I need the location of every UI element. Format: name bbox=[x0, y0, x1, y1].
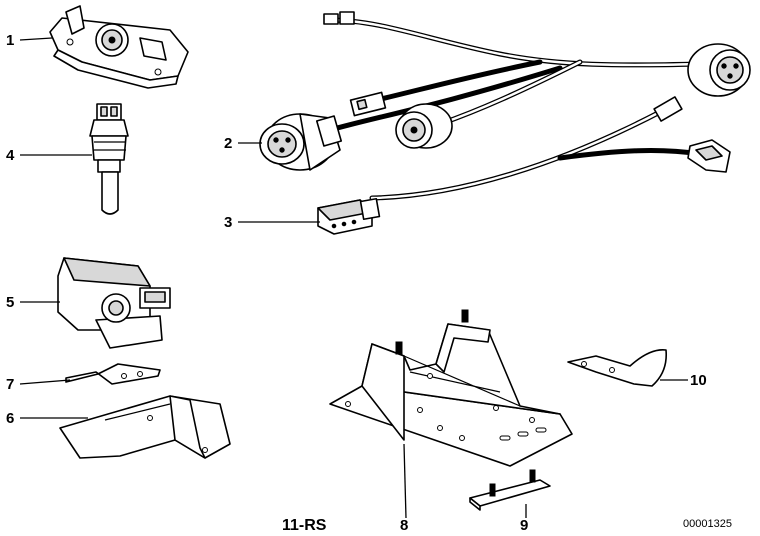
callout-10: 10 bbox=[690, 372, 707, 389]
callout-7: 7 bbox=[6, 376, 14, 393]
callout-2: 2 bbox=[224, 135, 232, 152]
part-2-wiring-harness bbox=[259, 11, 751, 201]
catalog-number: 00001325 bbox=[683, 518, 732, 530]
callout-labels: 1 4 2 3 5 7 6 8 9 10 bbox=[6, 32, 707, 534]
callout-1: 1 bbox=[6, 32, 14, 49]
part-1-control-unit bbox=[49, 5, 189, 89]
part-7-bracket bbox=[65, 363, 161, 385]
callout-9: 9 bbox=[520, 517, 528, 534]
part-8-support-bracket bbox=[329, 309, 573, 467]
part-5-relay bbox=[57, 257, 171, 349]
callout-8: 8 bbox=[400, 517, 408, 534]
part-3-plug-connector bbox=[317, 197, 381, 235]
leader-lines bbox=[19, 37, 688, 519]
part-10-clip bbox=[567, 349, 668, 387]
callout-6: 6 bbox=[6, 410, 14, 427]
callout-5: 5 bbox=[6, 294, 14, 311]
callout-3: 3 bbox=[224, 214, 232, 231]
section-code: 11-RS bbox=[282, 517, 327, 534]
part-9-stud-plate bbox=[469, 469, 551, 511]
callout-4: 4 bbox=[6, 147, 15, 164]
part-4-temperature-sensor bbox=[89, 103, 129, 215]
part-6-mounting-plate bbox=[59, 395, 231, 459]
